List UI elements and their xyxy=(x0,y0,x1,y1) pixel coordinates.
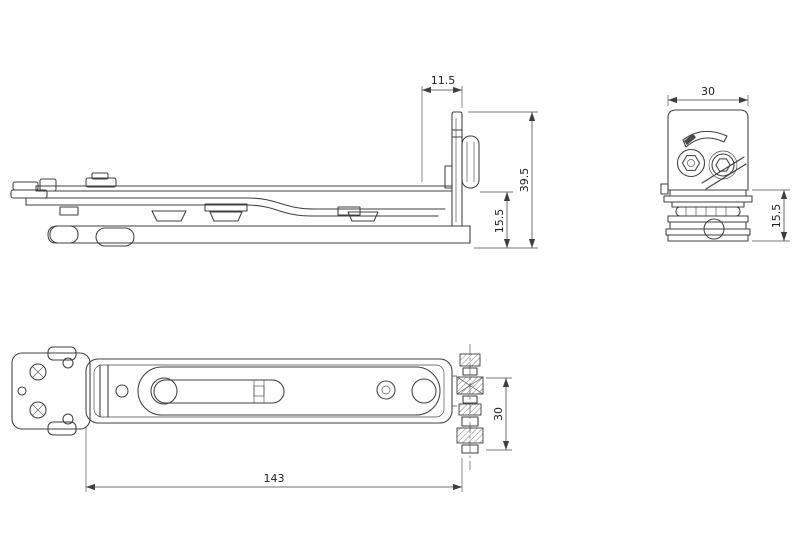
plate-edge-bent xyxy=(25,197,446,210)
bolt-circle xyxy=(711,153,735,177)
body-outline xyxy=(667,109,749,191)
pin-hole xyxy=(17,386,27,396)
plan-view-dimensions: 30 143 xyxy=(85,377,512,492)
dim-label-end-width: 30 xyxy=(701,85,715,98)
mount-tab xyxy=(47,346,77,361)
roller-inner-line xyxy=(466,142,475,182)
laminate-plate xyxy=(669,189,747,197)
plate-left-cap xyxy=(25,185,37,206)
roller-wheel xyxy=(95,227,135,247)
upturn-bar xyxy=(451,111,463,227)
body-inner-outline xyxy=(93,364,445,418)
fastener-head xyxy=(347,211,379,222)
diagonal-bar xyxy=(701,156,747,190)
side-view-dimensions: 11.5 39.5 15.5 xyxy=(421,74,538,249)
top-clip xyxy=(85,177,117,188)
body-outline xyxy=(85,358,453,424)
end-view: 30 15.5 xyxy=(660,85,790,242)
plan-view: 30 143 xyxy=(11,344,512,492)
laminate-plate xyxy=(671,201,745,208)
mount-plate xyxy=(11,352,91,430)
plate-edge-bent xyxy=(25,204,439,217)
screw-hole xyxy=(29,363,47,381)
knurled-roller xyxy=(675,206,741,217)
plan-view-part xyxy=(11,344,484,470)
slot-key xyxy=(253,385,265,397)
knurl-ticks xyxy=(685,207,727,216)
slot-ticks xyxy=(253,380,265,403)
top-clip-lug xyxy=(91,172,109,180)
end-view-part xyxy=(660,109,753,242)
roller-wheel xyxy=(461,135,480,189)
dim-label-overall-height: 39.5 xyxy=(518,168,531,193)
pivot-hole xyxy=(411,378,437,404)
screw-slot xyxy=(32,366,44,378)
base-plate xyxy=(667,234,749,242)
mount-tab xyxy=(47,421,77,436)
pivot-hole xyxy=(115,384,129,398)
pin-hole xyxy=(62,413,74,425)
laminate-plate xyxy=(669,221,747,230)
fastener-head xyxy=(209,211,243,222)
slot-outline xyxy=(137,366,441,416)
screw-slot xyxy=(32,404,44,416)
left-bracket-tab xyxy=(12,181,39,191)
screw-hole xyxy=(376,380,396,400)
upturn-hook xyxy=(444,165,453,189)
left-bracket-base xyxy=(10,189,48,199)
hex-socket xyxy=(715,158,731,172)
curved-slot xyxy=(682,130,728,148)
fastener-block xyxy=(59,206,79,216)
upturn-tick xyxy=(451,129,463,138)
pin-hole xyxy=(62,357,74,369)
adjust-slot xyxy=(153,379,285,404)
screw-hole-inner xyxy=(381,385,391,395)
bolt-circle-outer xyxy=(708,150,738,180)
dim-label-plan-width: 30 xyxy=(492,407,505,421)
dim-label-body-height: 15.5 xyxy=(493,209,506,234)
dim-label-end-lower-height: 15.5 xyxy=(770,204,783,229)
laminate-flange xyxy=(663,195,753,203)
side-lug xyxy=(660,183,669,195)
bolt-circle xyxy=(676,148,706,178)
end-view-dimensions: 30 15.5 xyxy=(667,85,790,242)
slot-mark xyxy=(684,133,696,145)
base-plate xyxy=(665,228,751,236)
dim-label-offset-width: 11.5 xyxy=(431,74,456,87)
left-bracket-block xyxy=(39,178,57,192)
screw-hole xyxy=(29,401,47,419)
fastener-block xyxy=(204,203,248,212)
hex-socket xyxy=(681,155,701,171)
roller-wheel xyxy=(49,225,79,244)
dim-label-overall-length: 143 xyxy=(264,472,285,485)
fastener-head xyxy=(151,210,187,222)
bottom-plate xyxy=(47,225,471,244)
connector-line xyxy=(452,375,457,407)
bolt-center xyxy=(687,159,695,167)
side-view: 11.5 39.5 15.5 xyxy=(10,74,538,249)
pivot-hole xyxy=(150,377,178,405)
hinge-line xyxy=(99,364,109,418)
side-view-part xyxy=(10,111,480,247)
